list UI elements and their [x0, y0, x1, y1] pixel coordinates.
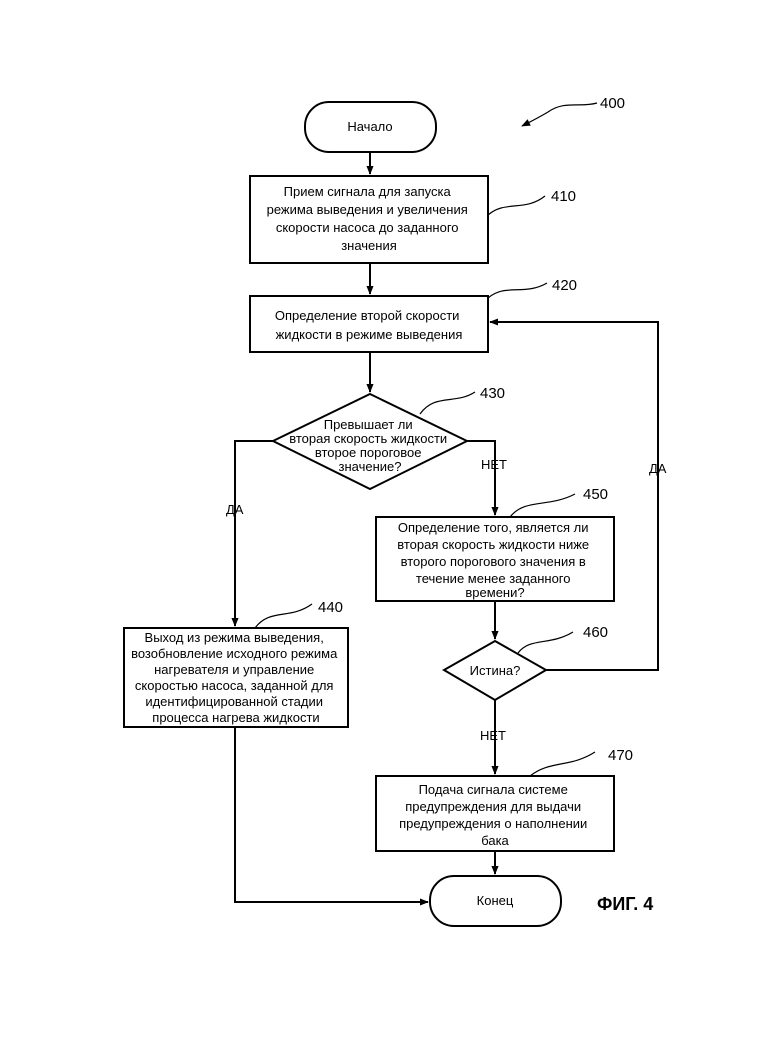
process-420-line-2: жидкости в режиме выведения — [276, 327, 463, 342]
process-440-line-6: процесса нагрева жидкости — [152, 710, 319, 725]
process-410-line-4: значения — [341, 238, 397, 253]
edge-460-no-label: НЕТ — [480, 728, 506, 743]
process-450-line-5: времени? — [465, 585, 524, 600]
process-470-line-4: бака — [481, 833, 509, 848]
decision-430-line-3: второе пороговое — [315, 445, 422, 460]
process-440-line-4: скоростью насоса, заданной для — [135, 678, 334, 693]
decision-430-line-4: значение? — [339, 459, 402, 474]
decision-460-label: Истина? — [470, 663, 521, 678]
edge-430-yes-label: ДА — [226, 502, 244, 517]
decision-430-line-2: вторая скорость жидкости — [289, 431, 447, 446]
decision-node-460: Истина? 460 — [444, 624, 608, 700]
edge-430-no-450 — [467, 441, 495, 515]
ref-410-leader — [488, 196, 545, 215]
process-node-410: Прием сигнала для запуска режима выведен… — [250, 176, 576, 263]
process-440-line-2: возобновление исходного режима — [131, 646, 338, 661]
ref-460-label: 460 — [583, 624, 608, 641]
ref-450-label: 450 — [583, 486, 608, 503]
process-450-line-2: вторая скорость жидкости ниже — [397, 537, 589, 552]
process-420-line-1: Определение второй скорости — [275, 308, 460, 323]
edge-430-yes-440 — [235, 441, 273, 626]
ref-460-leader — [518, 632, 573, 653]
edge-460-yes-420 — [490, 322, 658, 670]
process-440-text: Выход из режима выведения, возобновление… — [131, 630, 341, 725]
ref-470-leader — [530, 752, 595, 776]
process-410-line-1: Прием сигнала для запуска — [284, 184, 452, 199]
ref-410-label: 410 — [551, 188, 576, 205]
process-node-420: Определение второй скорости жидкости в р… — [250, 277, 577, 352]
process-410-line-2: режима выведения и увеличения — [267, 202, 468, 217]
start-node: Начало — [305, 102, 436, 152]
figure-label: ФИГ. 4 — [597, 894, 653, 914]
ref-400-pointer — [522, 103, 597, 126]
process-440-line-1: Выход из режима выведения, — [145, 630, 324, 645]
end-label: Конец — [477, 893, 514, 908]
process-box-420 — [250, 296, 488, 352]
edge-430-no-label: НЕТ — [481, 457, 507, 472]
process-440-line-3: нагревателя и управление — [154, 662, 314, 677]
process-450-line-1: Определение того, является ли — [398, 520, 589, 535]
process-450-line-3: второго порогового значения в — [401, 554, 586, 569]
ref-430-leader — [420, 392, 475, 414]
ref-430-label: 430 — [480, 385, 505, 402]
process-470-line-3: предупреждения о наполнении — [399, 816, 587, 831]
decision-430-line-1: Превышает ли — [324, 417, 413, 432]
start-label: Начало — [347, 119, 392, 134]
ref-440-label: 440 — [318, 599, 343, 616]
process-node-470: Подача сигнала системе предупреждения дл… — [376, 747, 633, 851]
process-470-line-2: предупреждения для выдачи — [405, 799, 581, 814]
ref-400-label: 400 — [600, 95, 625, 112]
process-440-line-5: идентифицированной стадии — [145, 694, 323, 709]
ref-470-label: 470 — [608, 747, 633, 764]
process-470-line-1: Подача сигнала системе — [419, 782, 568, 797]
process-410-line-3: скорости насоса до заданного — [276, 220, 459, 235]
figure-ref-400: 400 — [522, 95, 625, 126]
end-node: Конец — [430, 876, 561, 926]
ref-440-leader — [255, 604, 312, 628]
ref-420-leader — [488, 283, 547, 298]
ref-450-leader — [510, 494, 575, 517]
process-450-line-4: течение менее заданного — [416, 571, 571, 586]
ref-420-label: 420 — [552, 277, 577, 294]
edge-460-yes-label: ДА — [649, 461, 667, 476]
decision-node-430: Превышает ли вторая скорость жидкости вт… — [273, 385, 505, 489]
